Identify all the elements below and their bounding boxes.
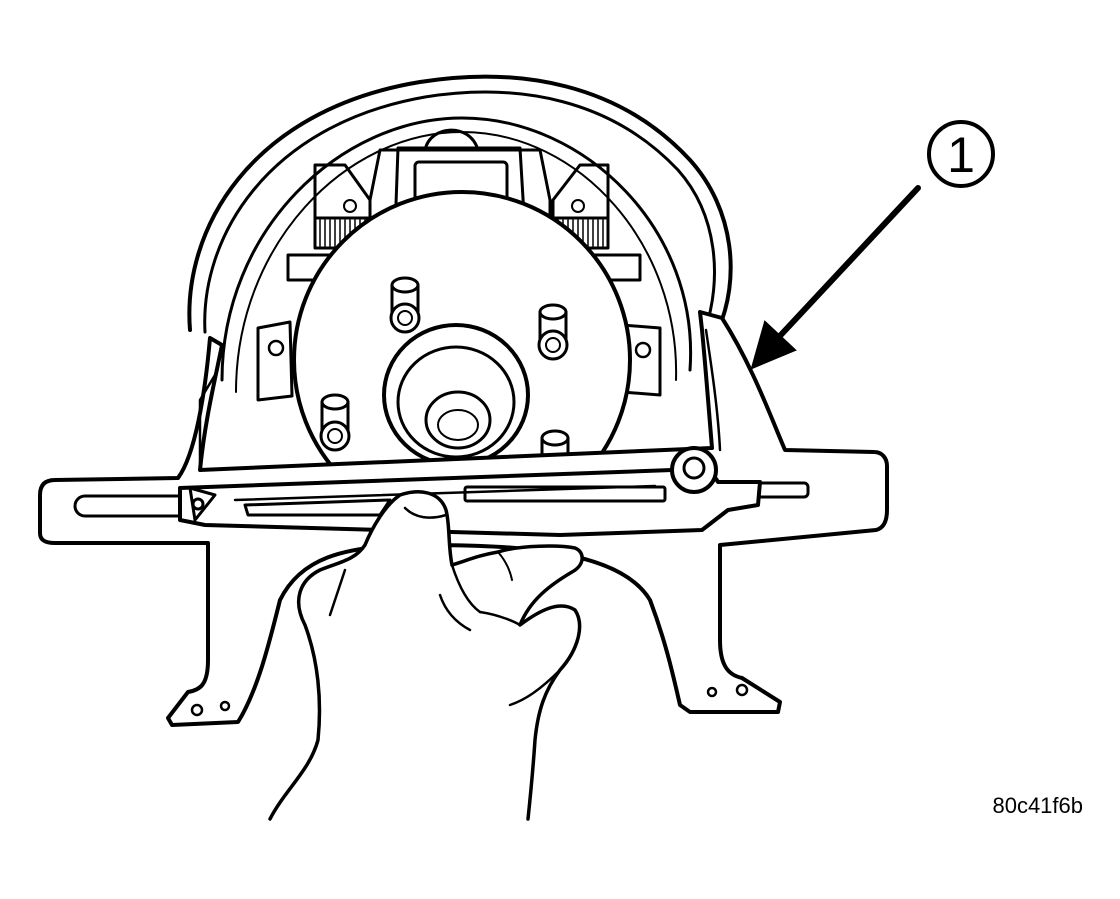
stud: [537, 303, 569, 361]
figure-code: 80c41f6b: [992, 793, 1083, 818]
stud: [389, 276, 421, 334]
gauge-slider-arm: [178, 446, 762, 537]
callout-number: 1: [947, 127, 975, 183]
stud: [319, 393, 351, 452]
brake-drum: [187, 74, 733, 393]
anchor-left: [256, 320, 294, 402]
callout-arrow: [750, 185, 921, 370]
hand: [268, 490, 584, 821]
callout-circle: [927, 120, 995, 188]
wheel-studs: [319, 276, 570, 460]
callout-badge: 1: [927, 120, 995, 188]
arrowhead-icon: [750, 320, 797, 370]
